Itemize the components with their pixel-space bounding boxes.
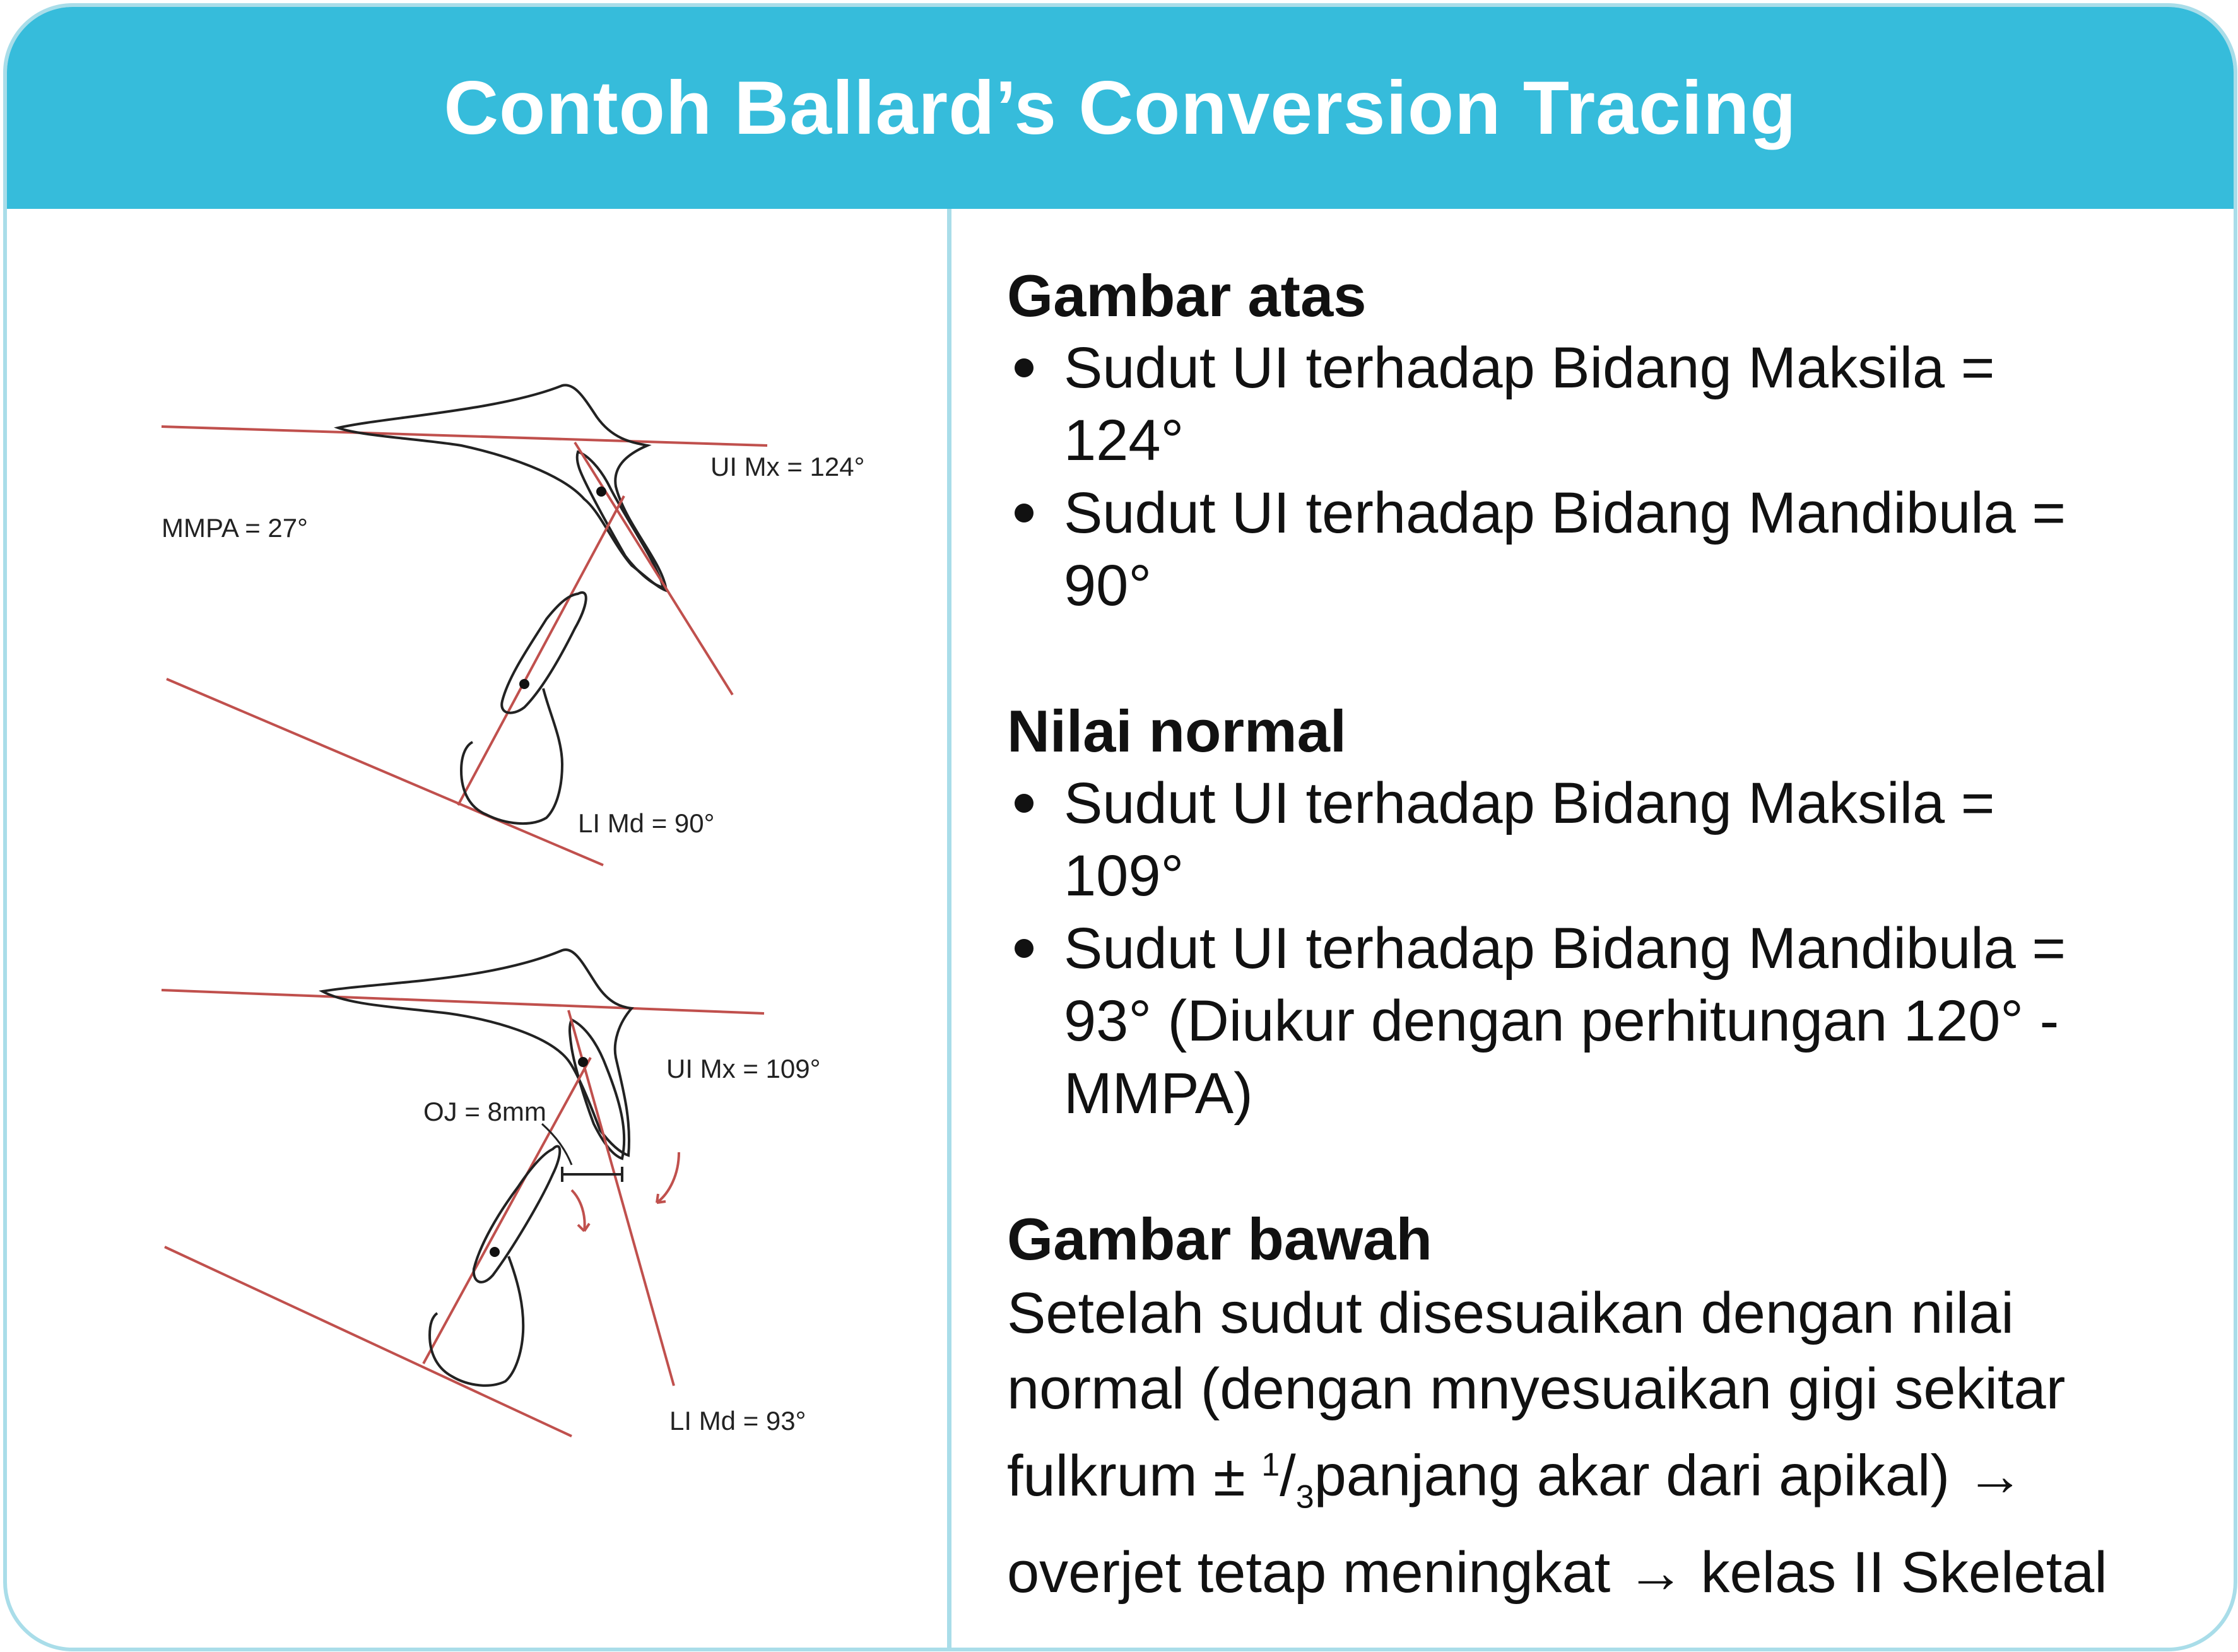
- lower-incisor-outline: [500, 591, 587, 714]
- upper-incisor-outline: [575, 450, 665, 589]
- lower-incisor-point: [519, 679, 529, 689]
- lower-incisor-point-bottom: [490, 1247, 500, 1257]
- list-gambar-atas: Sudut UI terhadap Bidang Maksila =124° S…: [1007, 332, 2193, 622]
- upper-incisor-axis-bottom: [567, 1010, 675, 1386]
- list-item: Sudut UI terhadap Bidang Maksila =124°: [1007, 332, 2193, 477]
- li-md-label-top: LI Md = 90°: [578, 808, 714, 838]
- header-banner: Contoh Ballard’s Conversion Tracing: [7, 7, 2234, 209]
- lower-incisor-axis: [457, 495, 625, 806]
- gambar-bawah-paragraph: Setelah sudut disesuaikan dengan nilai n…: [1007, 1281, 2107, 1605]
- oj-label: OJ = 8mm: [423, 1097, 546, 1126]
- upper-incisor-axis: [574, 441, 734, 696]
- bullet-icon: [1015, 939, 1034, 958]
- page-title: Contoh Ballard’s Conversion Tracing: [444, 66, 1797, 150]
- upper-incisor-outline-bottom: [568, 1018, 626, 1160]
- mandible-outline: [459, 688, 564, 825]
- rotation-arrow-upper: [656, 1152, 680, 1204]
- column-divider: [947, 209, 951, 1648]
- lower-incisor-axis-bottom: [422, 1057, 592, 1364]
- list-item: Sudut UI terhadap Bidang Mandibula =90°: [1007, 477, 2193, 622]
- rotation-arrowhead-lower: [577, 1222, 591, 1232]
- bullet-icon: [1015, 504, 1034, 522]
- tracing-diagrams: MMPA = 27° UI Mx = 124° LI Md = 90°: [7, 209, 947, 1648]
- explanation-text: Gambar atas Sudut UI terhadap Bidang Mak…: [1007, 259, 2193, 1610]
- maxillary-plane-line-bottom: [161, 989, 765, 1015]
- diagram-top: MMPA = 27° UI Mx = 124° LI Md = 90°: [161, 384, 864, 866]
- section-title-gambar-atas: Gambar atas: [1007, 263, 1367, 329]
- rotation-arrow-lower: [570, 1189, 586, 1232]
- list-item: Sudut UI terhadap Bidang Mandibula =93° …: [1007, 912, 2193, 1130]
- tracing-svg: MMPA = 27° UI Mx = 124° LI Md = 90°: [161, 384, 864, 1437]
- section-title-nilai-normal: Nilai normal: [1007, 698, 1347, 764]
- overjet-leader-line: [541, 1123, 573, 1165]
- upper-incisor-point: [596, 487, 606, 497]
- card: Contoh Ballard’s Conversion Tracing: [3, 3, 2237, 1651]
- list-item: Sudut UI terhadap Bidang Maksila =109°: [1007, 767, 2193, 912]
- ui-mx-label-bottom: UI Mx = 109°: [666, 1054, 820, 1083]
- maxilla-outline: [333, 384, 668, 593]
- bullet-icon: [1015, 794, 1034, 813]
- list-nilai-normal: Sudut UI terhadap Bidang Maksila =109° S…: [1007, 767, 2193, 1130]
- mandible-outline-bottom: [428, 1256, 525, 1387]
- section-title-gambar-bawah: Gambar bawah: [1007, 1206, 1432, 1272]
- diagram-bottom: UI Mx = 109° OJ = 8mm LI Md = 93°: [161, 948, 820, 1437]
- li-md-label-bottom: LI Md = 93°: [669, 1406, 806, 1436]
- rotation-arrowhead-upper: [656, 1193, 666, 1204]
- mandibular-plane-line-bottom: [164, 1246, 572, 1437]
- upper-incisor-point-bottom: [578, 1057, 588, 1067]
- maxilla-outline-bottom: [318, 948, 634, 1157]
- mmpa-label: MMPA = 27°: [162, 513, 308, 543]
- mandibular-plane-line: [166, 678, 604, 866]
- lower-incisor-outline-bottom: [472, 1145, 562, 1283]
- maxillary-plane-line: [161, 425, 768, 447]
- ui-mx-label-top: UI Mx = 124°: [710, 452, 864, 481]
- bullet-icon: [1015, 358, 1034, 377]
